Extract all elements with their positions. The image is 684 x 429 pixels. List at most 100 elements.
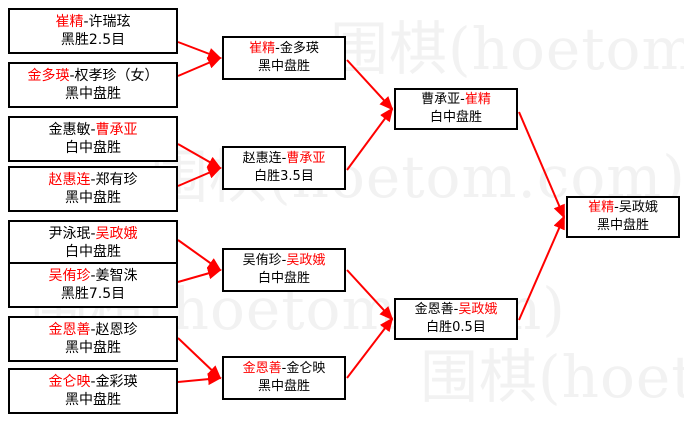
- separator: -: [281, 151, 287, 166]
- connector-r1-5-to-r2-3: [177, 239, 222, 272]
- match-players: 金惠敏-曹承亚: [48, 121, 137, 139]
- player-a: 崔精: [588, 200, 615, 215]
- match-result: 白中盘胜: [257, 271, 310, 286]
- player-b: 崔精: [464, 92, 491, 107]
- connector-r3-2-to-final: [518, 215, 565, 321]
- player-a: 金多瑛: [27, 68, 70, 84]
- separator: -: [90, 374, 96, 390]
- match-box-r1-7[interactable]: 金恩善-赵恩珍 黑中盘胜: [8, 316, 178, 362]
- match-players: 崔精-吴政娥: [588, 199, 658, 217]
- match-box-r3-2[interactable]: 金恩善-吴政娥 白胜0.5目: [394, 298, 518, 340]
- match-result: 黑中盘胜: [65, 340, 121, 356]
- separator: -: [69, 68, 75, 84]
- player-a: 吴侑珍: [242, 253, 282, 268]
- match-result: 黑胜2.5目: [60, 32, 126, 48]
- connector-r1-7-to-r2-4: [177, 337, 222, 380]
- match-players: 崔精-许瑞玹: [55, 13, 130, 31]
- match-box-r1-2[interactable]: 金多瑛-权孝珍（女） 黑中盘胜: [8, 62, 178, 108]
- match-box-r2-1[interactable]: 崔精-金多瑛 黑中盘胜: [222, 36, 346, 80]
- match-box-r2-3[interactable]: 吴侑珍-吴政娥 白中盘胜: [222, 248, 346, 292]
- player-b: 权孝珍（女）: [74, 68, 159, 84]
- match-result: 黑中盘胜: [65, 190, 121, 206]
- match-result: 黑中盘胜: [65, 392, 121, 408]
- match-players: 崔精-金多瑛: [249, 40, 319, 58]
- player-b: 郑有珍: [95, 172, 138, 188]
- connector-r2-4-to-r3-2: [346, 317, 394, 379]
- match-result: 黑胜7.5目: [60, 286, 126, 302]
- separator: -: [90, 172, 96, 188]
- player-b: 金仑映: [286, 361, 326, 376]
- player-b: 吴政娥: [95, 226, 138, 242]
- player-b: 吴政娥: [618, 200, 658, 215]
- connector-r1-8-to-r2-4: [177, 373, 222, 386]
- match-players: 吴侑珍-姜智洙: [48, 267, 137, 285]
- match-box-r1-1[interactable]: 崔精-许瑞玹 黑胜2.5目: [8, 8, 178, 54]
- match-box-r3-1[interactable]: 曹承亚-崔精 白中盘胜: [394, 88, 518, 130]
- separator: -: [90, 226, 96, 242]
- player-a: 吴侑珍: [48, 268, 91, 284]
- match-players: 赵惠连-曹承亚: [243, 150, 326, 168]
- separator: -: [90, 268, 96, 284]
- match-box-r1-5[interactable]: 尹泳珉-吴政娥 白中盘胜: [8, 220, 178, 266]
- match-players: 金恩善-吴政娥: [415, 301, 498, 319]
- separator: -: [460, 92, 465, 107]
- separator: -: [281, 361, 287, 376]
- player-a: 金恩善: [242, 361, 282, 376]
- match-result: 白中盘胜: [65, 140, 121, 156]
- player-a: 金惠敏: [48, 122, 91, 138]
- match-box-final[interactable]: 崔精-吴政娥 黑中盘胜: [566, 196, 680, 238]
- match-players: 吴侑珍-吴政娥: [243, 252, 326, 270]
- separator: -: [275, 41, 280, 56]
- player-a: 尹泳珉: [48, 226, 91, 242]
- player-a: 崔精: [249, 41, 276, 56]
- match-box-r1-6[interactable]: 吴侑珍-姜智洙 黑胜7.5目: [8, 262, 178, 308]
- match-result: 白中盘胜: [65, 244, 121, 260]
- match-box-r1-8[interactable]: 金仑映-金彩瑛 黑中盘胜: [8, 368, 178, 414]
- player-b: 金多瑛: [279, 41, 319, 56]
- connector-r2-1-to-r3-1: [346, 59, 394, 111]
- connector-r2-2-to-r3-1: [346, 107, 394, 171]
- match-result: 黑中盘胜: [257, 379, 310, 394]
- player-b: 吴政娥: [458, 302, 498, 317]
- player-a: 金恩善: [414, 302, 454, 317]
- connector-r1-3-to-r2-2: [177, 143, 222, 169]
- match-result: 白中盘胜: [429, 110, 482, 125]
- player-b: 曹承亚: [95, 122, 138, 138]
- player-b: 金彩瑛: [95, 374, 138, 390]
- match-result: 黑中盘胜: [596, 218, 649, 233]
- player-a: 赵惠连: [242, 151, 282, 166]
- match-players: 金恩善-赵恩珍: [48, 321, 137, 339]
- player-b: 吴政娥: [286, 253, 326, 268]
- separator: -: [90, 322, 96, 338]
- match-box-r1-3[interactable]: 金惠敏-曹承亚 白中盘胜: [8, 116, 178, 162]
- match-players: 金仑映-金彩瑛: [48, 373, 137, 391]
- player-b: 许瑞玹: [88, 14, 131, 30]
- match-box-r1-4[interactable]: 赵惠连-郑有珍 黑中盘胜: [8, 166, 178, 212]
- match-result: 白胜0.5目: [426, 320, 486, 335]
- match-box-r2-4[interactable]: 金恩善-金仑映 黑中盘胜: [222, 356, 346, 400]
- connector-r1-6-to-r2-3: [177, 267, 222, 283]
- match-result: 白胜3.5目: [254, 169, 314, 184]
- player-a: 曹承亚: [421, 92, 461, 107]
- player-b: 曹承亚: [286, 151, 326, 166]
- player-b: 姜智洙: [95, 268, 138, 284]
- match-players: 尹泳珉-吴政娥: [48, 225, 137, 243]
- player-a: 崔精: [55, 14, 84, 30]
- separator: -: [281, 253, 287, 268]
- connector-r1-1-to-r2-1: [177, 41, 222, 60]
- match-players: 金多瑛-权孝珍（女）: [27, 67, 158, 85]
- match-players: 金恩善-金仑映: [243, 360, 326, 378]
- player-a: 金仑映: [48, 374, 91, 390]
- separator: -: [453, 302, 459, 317]
- match-result: 黑中盘胜: [65, 86, 121, 102]
- connector-r2-3-to-r3-2: [346, 269, 394, 321]
- match-players: 赵惠连-郑有珍: [48, 171, 137, 189]
- connector-r1-2-to-r2-1: [177, 57, 222, 77]
- player-a: 金恩善: [48, 322, 91, 338]
- match-players: 曹承亚-崔精: [421, 91, 491, 109]
- player-b: 赵恩珍: [95, 322, 138, 338]
- match-box-r2-2[interactable]: 赵惠连-曹承亚 白胜3.5目: [222, 146, 346, 190]
- connector-r1-4-to-r2-2: [177, 167, 222, 187]
